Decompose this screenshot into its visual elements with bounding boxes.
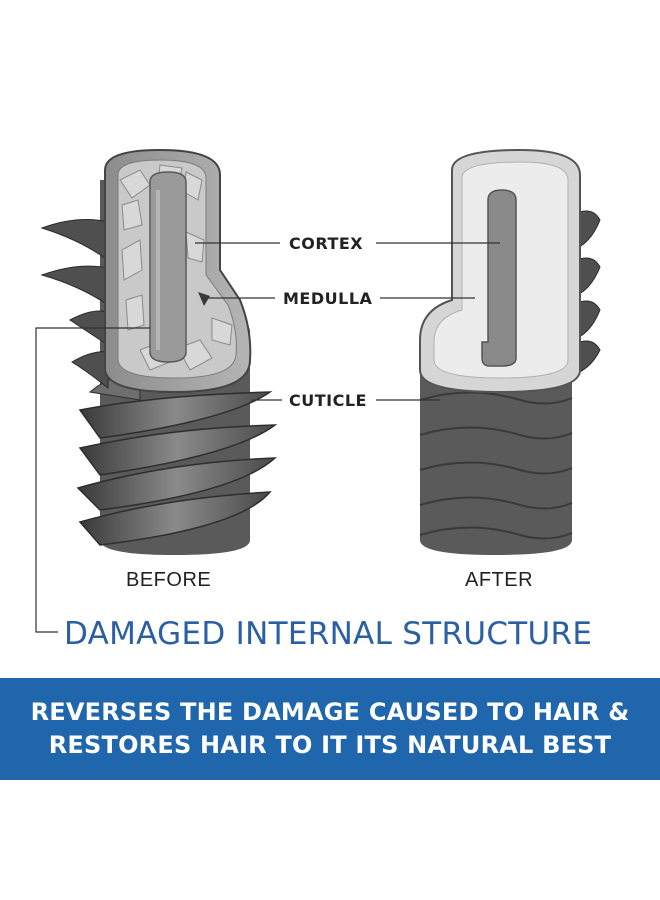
after-medulla <box>481 189 517 367</box>
before-medulla <box>149 171 187 363</box>
leader-lines <box>35 242 500 633</box>
medulla-label: MEDULLA <box>283 289 373 308</box>
before-caption: BEFORE <box>126 569 211 591</box>
cuticle-label: CUTICLE <box>289 391 367 410</box>
headline: DAMAGED INTERNAL STRUCTURE <box>64 616 593 652</box>
banner-line-2: RESTORES HAIR TO IT ITS NATURAL BEST <box>48 731 612 759</box>
cortex-label: CORTEX <box>289 234 363 253</box>
after-hair-strand <box>419 148 601 555</box>
after-caption: AFTER <box>465 569 533 591</box>
before-side-scales <box>40 219 109 390</box>
hair-structure-diagram: CORTEX MEDULLA CUTICLE BEFORE AFTER <box>35 148 601 633</box>
before-crack-lines <box>119 164 233 371</box>
before-hair-strand <box>40 148 278 555</box>
before-cuticle-scales <box>76 369 278 546</box>
banner-line-1: REVERSES THE DAMAGE CAUSED TO HAIR & <box>30 698 630 726</box>
after-cuticle-scales <box>419 391 573 540</box>
benefit-banner: REVERSES THE DAMAGE CAUSED TO HAIR & RES… <box>0 678 660 780</box>
